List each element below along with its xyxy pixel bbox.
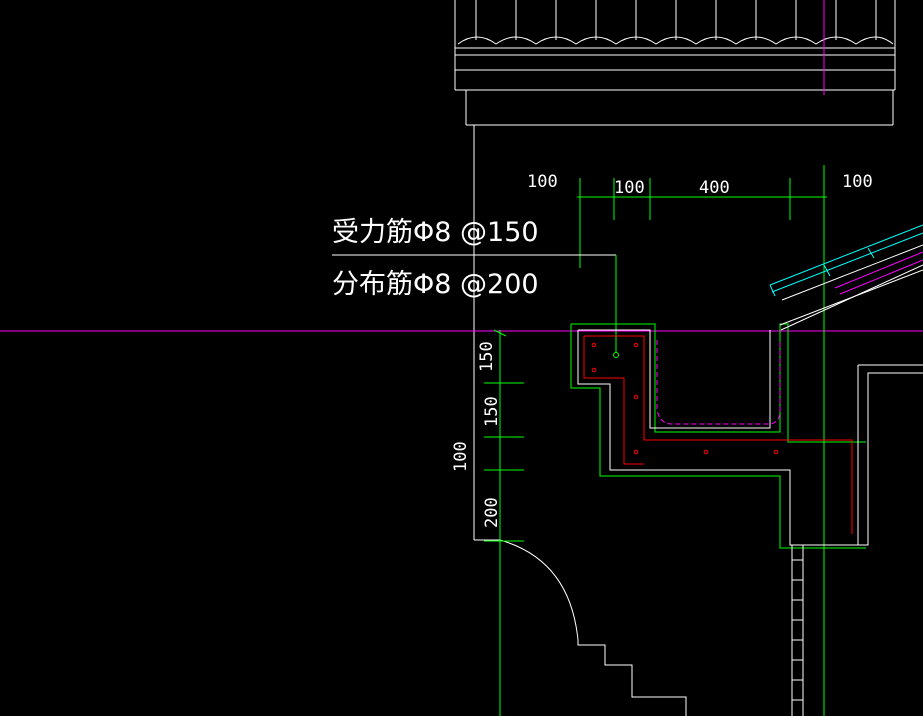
wall-outline-left bbox=[473, 125, 500, 541]
top-dim-2: 100 bbox=[614, 178, 645, 198]
rebar bbox=[583, 335, 853, 534]
gutter-lining bbox=[656, 340, 781, 425]
arch-and-steps bbox=[499, 539, 687, 716]
roof-tiles-right bbox=[769, 224, 923, 326]
dimension-lines-left bbox=[484, 329, 524, 716]
axis-lines bbox=[0, 0, 923, 332]
left-dim-4: 100 bbox=[451, 441, 471, 472]
left-dim-1: 150 bbox=[477, 341, 497, 372]
leader-to-rebar bbox=[613, 255, 619, 358]
left-dim-3: 200 bbox=[482, 497, 502, 528]
drain-pipe bbox=[791, 545, 804, 716]
gutter-outline-white bbox=[577, 264, 923, 546]
roof-tiles-top bbox=[454, 0, 896, 126]
distribution-rebar-label: 分布筋Φ8 @200 bbox=[332, 269, 539, 300]
top-dim-1: 100 bbox=[527, 172, 558, 192]
top-dim-4: 100 bbox=[842, 172, 873, 192]
main-rebar-label: 受力筋Φ8 @150 bbox=[332, 217, 539, 248]
left-dim-2: 150 bbox=[482, 396, 502, 427]
top-dim-3: 400 bbox=[699, 178, 730, 198]
